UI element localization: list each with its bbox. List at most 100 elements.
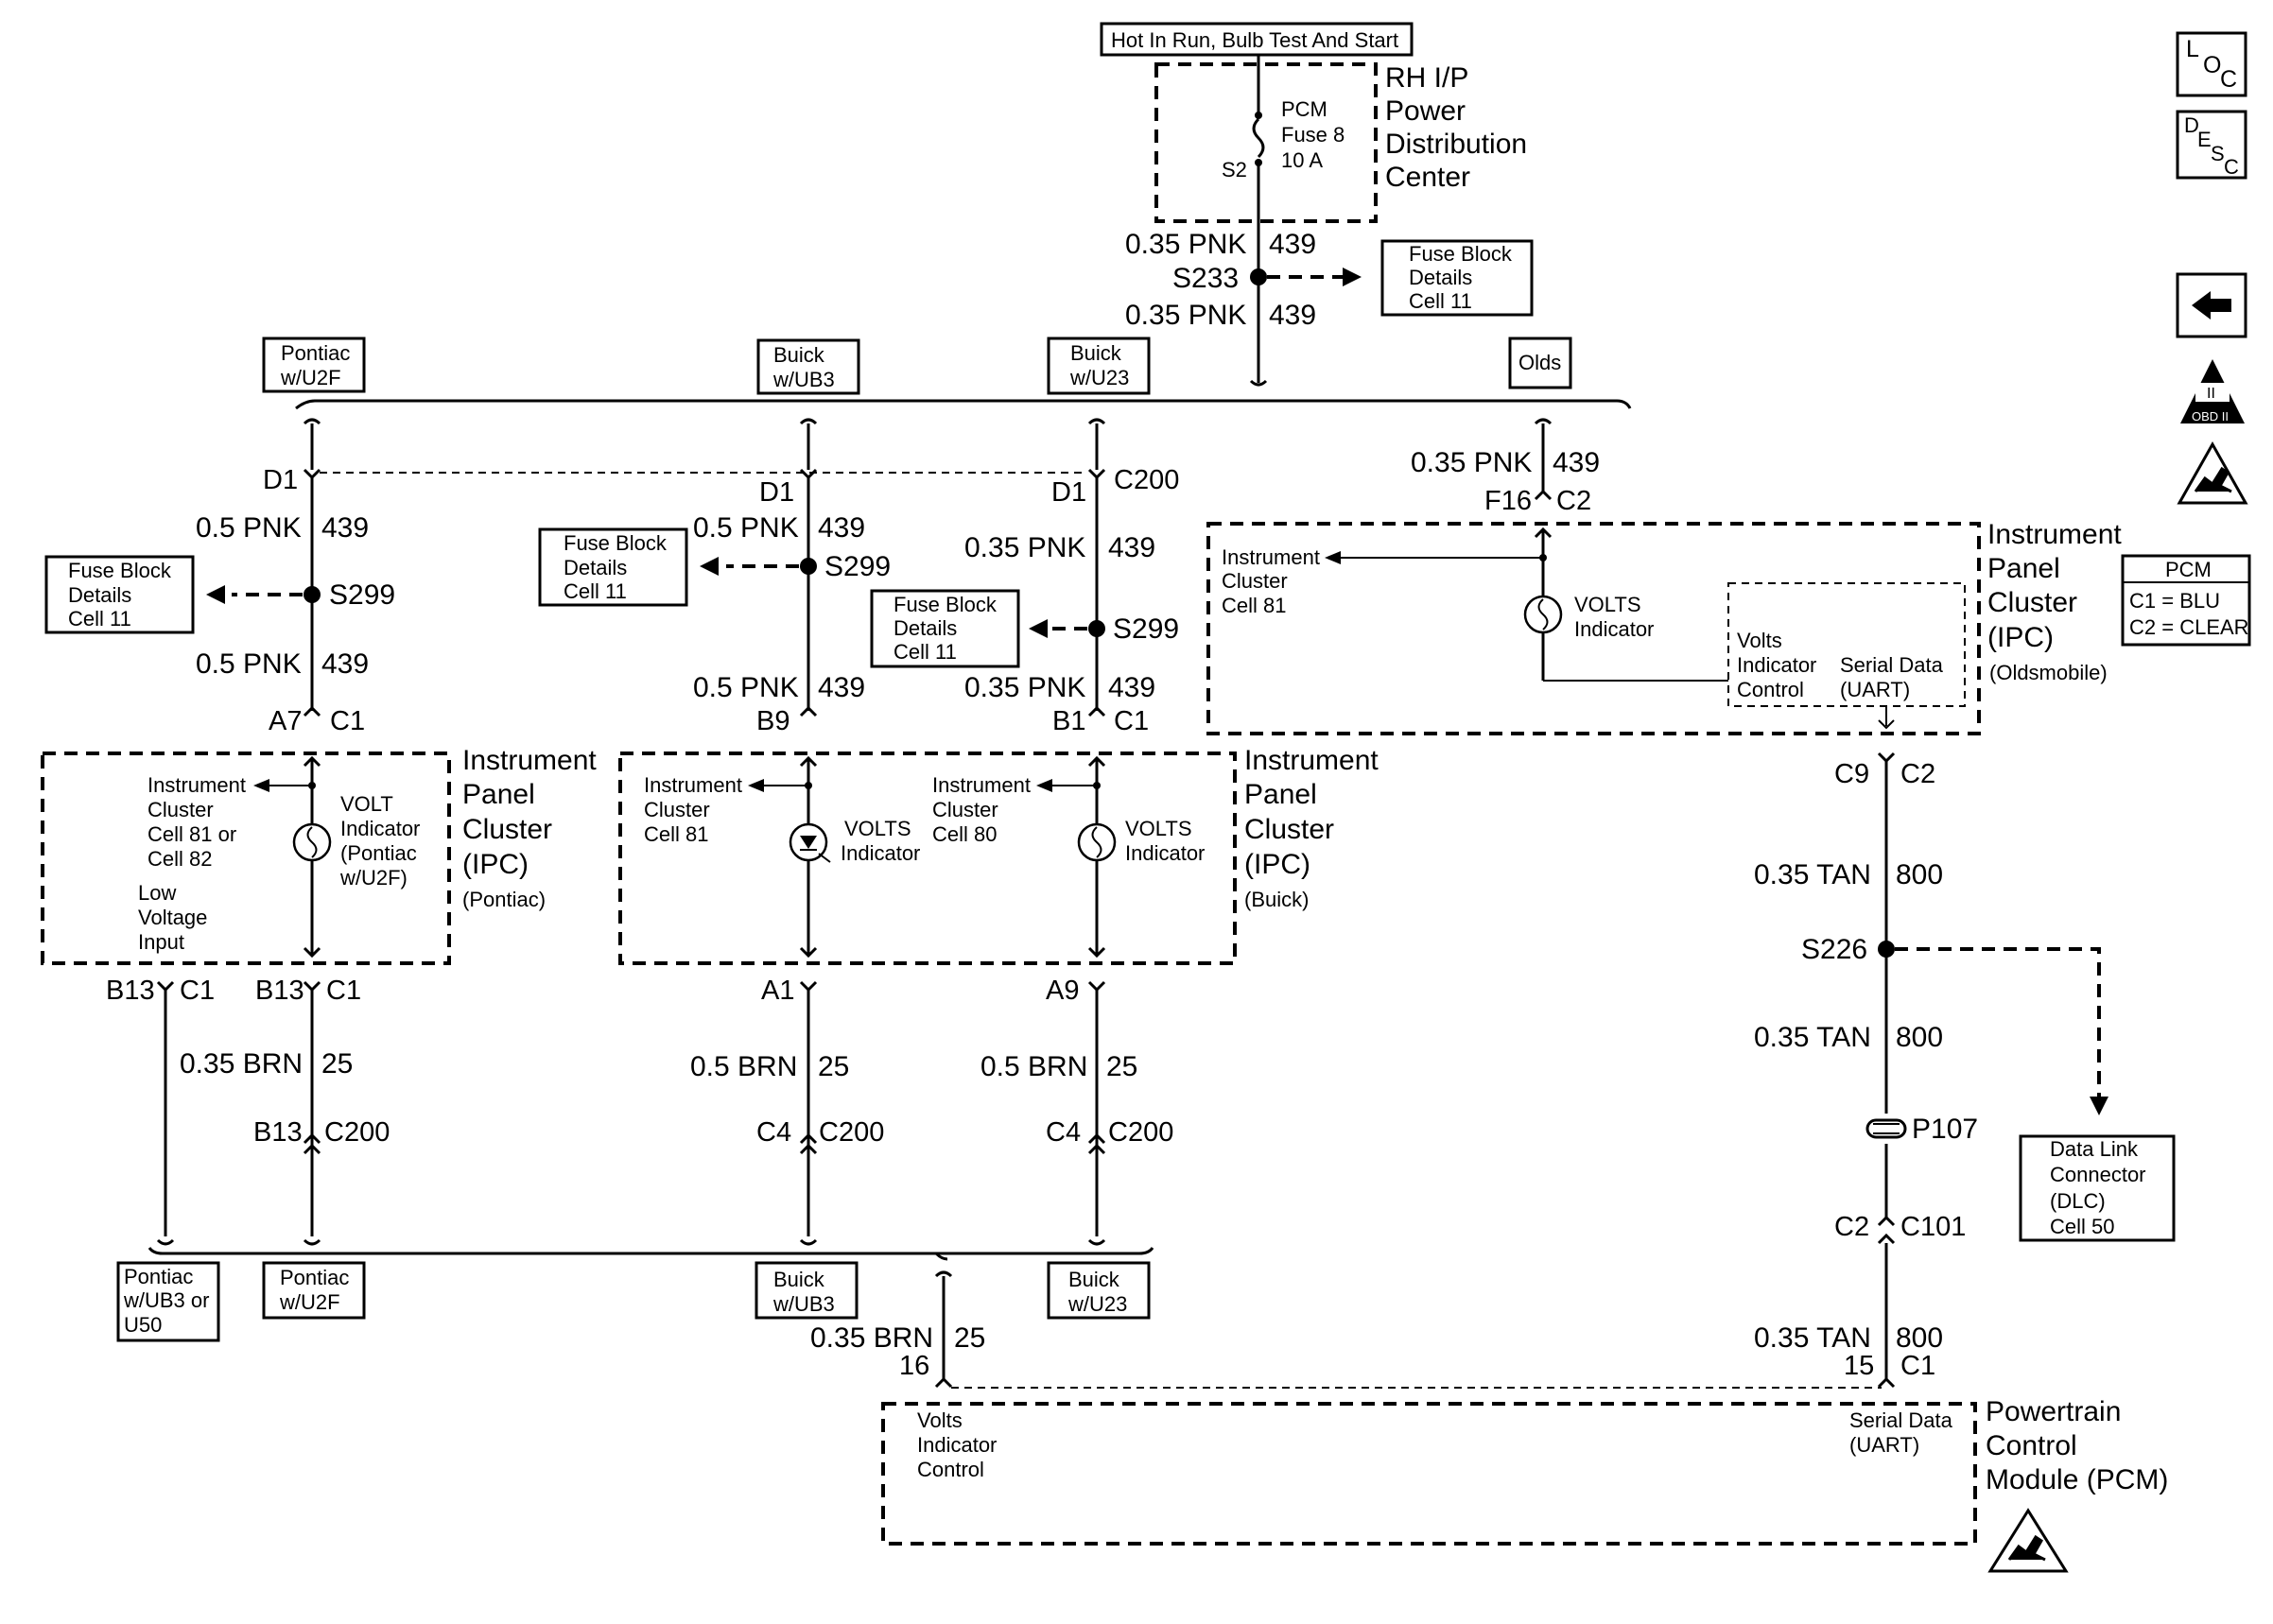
svg-text:Connector: Connector (2050, 1163, 2146, 1186)
svg-text:D: D (2184, 113, 2199, 137)
desc-icon[interactable]: D E S C (2176, 110, 2247, 180)
hot-label-box: Hot In Run, Bulb Test And Start (1100, 22, 1414, 57)
svg-text:Details: Details (68, 583, 131, 607)
svg-text:C101: C101 (1900, 1212, 1966, 1242)
svg-text:C1: C1 (326, 976, 361, 1006)
svg-text:w/U2F: w/U2F (279, 1290, 340, 1314)
svg-text:Control: Control (1737, 678, 1804, 701)
svg-text:Cell 80: Cell 80 (932, 822, 997, 846)
svg-text:C200: C200 (1108, 1117, 1173, 1148)
fuse-icon (1252, 117, 1265, 159)
svg-text:Fuse 8: Fuse 8 (1281, 123, 1345, 147)
svg-text:Indicator: Indicator (841, 841, 920, 865)
svg-text:25: 25 (954, 1322, 985, 1354)
svg-text:B9: B9 (756, 706, 789, 736)
svg-text:Cell 81: Cell 81 (1222, 594, 1286, 617)
svg-text:Olds: Olds (1518, 351, 1561, 374)
svg-text:S2: S2 (1222, 158, 1247, 181)
svg-text:0.5 PNK: 0.5 PNK (693, 512, 799, 544)
pdc-block: RH I/P Power Distribution Center PCM Fus… (1154, 55, 1527, 223)
svg-text:0.35 TAN: 0.35 TAN (1754, 1322, 1871, 1354)
volts-indicator-icon (1523, 595, 1563, 634)
option-pontiac-ub3-bottom: Pontiac w/UB3 or U50 (116, 1261, 220, 1342)
svg-text:C9: C9 (1834, 759, 1869, 789)
svg-text:Instrument: Instrument (1244, 745, 1379, 776)
svg-text:0.35 TAN: 0.35 TAN (1754, 859, 1871, 890)
svg-text:Center: Center (1385, 162, 1470, 193)
svg-text:C2 = CLEAR: C2 = CLEAR (2129, 615, 2249, 639)
volt-indicator-icon (292, 822, 332, 862)
svg-text:439: 439 (1108, 672, 1155, 703)
fuse-block-ref-top: Fuse Block Details Cell 11 (1380, 239, 1534, 317)
esd-icon (2177, 441, 2248, 505)
svg-text:C: C (2220, 66, 2237, 93)
svg-text:Serial Data: Serial Data (1840, 653, 1944, 677)
ipc-oldsmobile: Instrument Cluster Cell 81 VOLTS Indicat… (1206, 519, 2122, 735)
svg-text:0.5 BRN: 0.5 BRN (690, 1051, 797, 1082)
svg-text:0.35 PNK: 0.35 PNK (1411, 447, 1532, 478)
svg-text:Low: Low (138, 881, 176, 905)
svg-text:VOLTS: VOLTS (1125, 817, 1192, 840)
svg-text:Cell 11: Cell 11 (894, 640, 957, 664)
svg-text:Cluster: Cluster (1987, 587, 2077, 618)
svg-text:Details: Details (564, 556, 627, 579)
buick-column-ub3: D1 0.5 PNK 439 S299 Fuse Block Details C… (538, 418, 891, 736)
svg-text:C2: C2 (1834, 1212, 1869, 1242)
svg-text:Cell 81 or: Cell 81 or (147, 822, 236, 846)
svg-text:Cell 82: Cell 82 (147, 847, 212, 871)
svg-text:Cluster: Cluster (462, 814, 552, 845)
dlc-ref (2019, 1134, 2176, 1242)
option-olds-top: Olds (1508, 337, 1572, 389)
back-arrow-icon[interactable] (2176, 272, 2247, 338)
svg-text:439: 439 (321, 512, 369, 544)
svg-text:Details: Details (1409, 266, 1472, 289)
svg-text:800: 800 (1896, 1322, 1943, 1354)
svg-text:Data Link: Data Link (2050, 1137, 2139, 1161)
olds-serial-line: C9 C2 0.35 TAN 800 S226 Data Link Connec… (1754, 752, 2176, 1389)
svg-text:w/UB3: w/UB3 (772, 1292, 835, 1316)
svg-text:D1: D1 (1051, 477, 1086, 508)
svg-text:S226: S226 (1801, 934, 1867, 965)
svg-text:D1: D1 (263, 465, 298, 495)
svg-text:D1: D1 (759, 477, 794, 508)
splice-s299-pontiac (304, 586, 321, 603)
svg-text:Instrument: Instrument (644, 773, 742, 797)
svg-text:RH I/P: RH I/P (1385, 62, 1468, 94)
svg-text:0.35 PNK: 0.35 PNK (964, 532, 1085, 563)
fuse-block-ref-buick-a (538, 527, 688, 607)
svg-text:439: 439 (1269, 300, 1316, 331)
svg-text:Volts: Volts (1737, 629, 1782, 652)
option-buick-ub3-top: Buick w/UB3 (756, 338, 860, 395)
svg-text:0.35 PNK: 0.35 PNK (1125, 229, 1246, 260)
svg-text:(UART): (UART) (1849, 1433, 1919, 1457)
svg-text:C200: C200 (1114, 465, 1179, 495)
svg-text:L: L (2186, 36, 2199, 62)
p107-splice-pack-icon (1865, 1118, 1907, 1139)
svg-text:Buick: Buick (1070, 341, 1122, 365)
svg-text:(UART): (UART) (1840, 678, 1910, 701)
svg-text:(Oldsmobile): (Oldsmobile) (1989, 661, 2108, 684)
svg-text:Panel: Panel (1987, 553, 2060, 584)
svg-text:439: 439 (1108, 532, 1155, 563)
svg-text:Instrument: Instrument (1222, 545, 1320, 569)
svg-text:Panel: Panel (1244, 779, 1317, 810)
svg-text:(IPC): (IPC) (1987, 622, 2054, 653)
svg-text:(Pontiac): (Pontiac) (462, 888, 546, 911)
svg-text:Pontiac: Pontiac (124, 1265, 193, 1288)
splice-s299-buick-b (1088, 620, 1105, 637)
fuse-block-ref-pontiac (44, 555, 195, 634)
buick-column-u23: D1 C200 0.35 PNK 439 S299 Fuse Block Det… (870, 418, 1179, 736)
svg-text:16: 16 (899, 1351, 929, 1381)
svg-text:439: 439 (818, 672, 865, 703)
arrow-icon (2090, 1097, 2108, 1115)
loc-icon[interactable]: L O C (2176, 31, 2247, 97)
svg-text:Cluster: Cluster (644, 798, 710, 821)
splice-s233 (1250, 268, 1267, 285)
svg-text:C2: C2 (1556, 486, 1591, 516)
svg-text:C200: C200 (324, 1117, 390, 1148)
pcm-module: Volts Indicator Control Serial Data (UAR… (881, 1396, 2168, 1546)
svg-text:Cell 50: Cell 50 (2050, 1215, 2114, 1238)
svg-text:Cell 11: Cell 11 (1409, 289, 1472, 313)
svg-text:Cell 11: Cell 11 (68, 607, 131, 631)
svg-text:Indicator: Indicator (1737, 653, 1816, 677)
